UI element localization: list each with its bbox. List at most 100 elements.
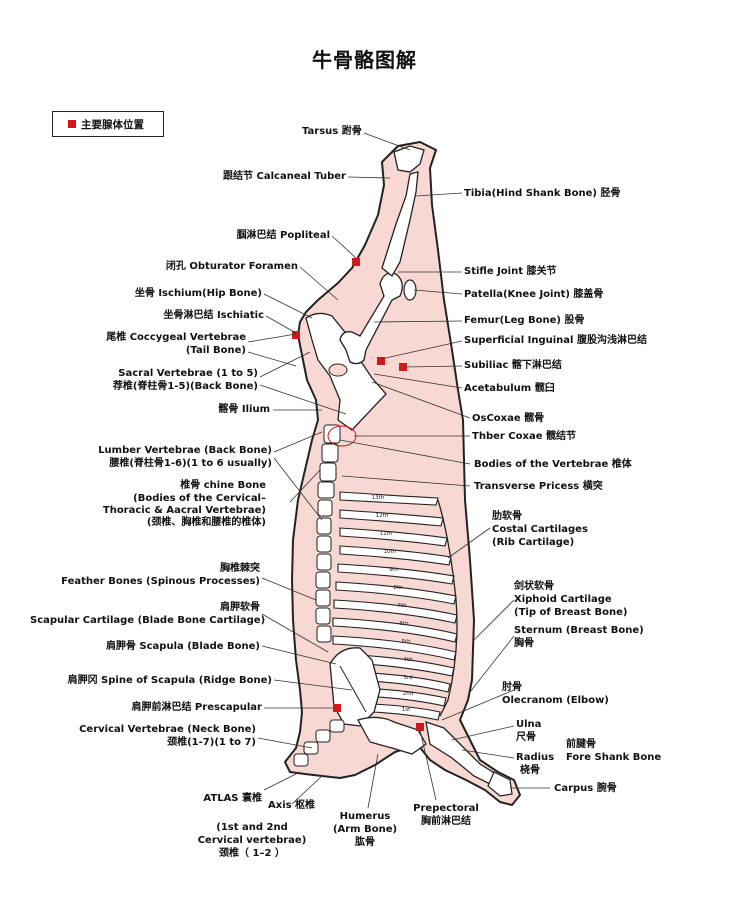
rib [339,509,444,527]
label-thber-coxae: Thber Coxae 髋结节 [472,431,576,442]
obturator-foramen [328,363,348,377]
label-superficial-inguinal: Superficial Inguinal 腹股沟浅淋巴结 [464,335,647,346]
rib [339,527,448,547]
gland-markers [292,258,424,731]
rib-number: 1st [402,707,411,713]
rib-number: 4th [403,657,413,663]
rib [337,563,455,585]
label-scapular-cartilage-1: 肩胛软骨 [220,602,260,613]
scapular-spine [339,665,367,713]
label-costal-1: 肋软骨 [492,511,522,522]
label-chine-4: (颈椎、胸椎和腰椎的椎体) [146,517,266,528]
label-radius-1: Radius [516,752,555,763]
legend-label: 主要腺体位置 [81,119,144,131]
carpus [487,771,513,797]
rib-number: 11th [380,531,393,537]
vertebra [323,424,341,444]
label-tibia: Tibia(Hind Shank Bone) 胫骨 [464,188,621,199]
vertebra [317,481,335,499]
legend-box: 主要腺体位置 [52,111,164,137]
label-chine-2: (Bodies of the Cervical– [133,493,266,504]
label-scapular-cartilage-2: Scapular Cartilage (Blade Bone Cartilage… [30,615,266,626]
label-calcaneal-tuber: 跟结节 Calcaneal Tuber [223,171,346,182]
vertebra [316,535,332,553]
label-prepectoral-2: 胸前淋巴结 [421,816,471,827]
rib-number: 13th [372,495,385,501]
label-xiphoid-2: Xiphoid Cartilage [514,594,612,605]
gland-marker-prescapular [333,704,341,712]
label-patella: Patella(Knee Joint) 膝盖骨 [464,289,604,300]
label-costal-3: (Rib Cartilage) [492,537,575,548]
label-atlas-axis-2: Cervical vertebrae) [197,835,307,846]
label-coccygeal-2: (Tail Bone) [185,345,246,356]
diagram-title: 牛骨骼图解 [312,48,417,72]
cervical-vertebra [315,729,331,743]
rib [332,635,457,661]
label-feather-1: 胸椎棘突 [220,563,260,574]
gland-marker-swatch [68,120,76,128]
cervical-vertebra [293,753,309,767]
label-carpus: Carpus 腕骨 [554,783,617,794]
vertebra [316,625,332,643]
label-coccygeal-1: 尾椎 Coccygeal Vertebrae [106,332,246,343]
label-ulna-1: Ulna [516,719,542,730]
vertebra [317,499,333,517]
label-scapula: 肩胛骨 Scapula (Blade Bone) [105,641,260,652]
gland-marker-ischiatic [292,331,300,339]
rib-number-labels: 13th 12th 11th 10th 9th 8th 7th 6th 5th … [372,495,414,713]
label-prepectoral-1: Prepectoral [413,803,479,814]
scapula [329,647,381,727]
rib [371,703,441,721]
label-atlas-axis-1: (1st and 2nd [216,822,288,833]
label-stifle-joint: Stifle Joint 膝关节 [464,266,557,277]
label-xiphoid-1: 剑状软骨 [514,581,554,592]
label-chine-1: 椎骨 chine Bone [180,480,266,491]
label-cervical-2: 颈椎(1-7)(1 to 7) [167,737,256,748]
label-tarsus: Tarsus 跗骨 [302,126,362,137]
rib-number: 2nd [403,691,413,697]
label-lumber-1: Lumber Vertebrae (Back Bone) [98,445,272,456]
label-sternum-1: Sternum (Breast Bone) [514,625,644,636]
label-atlas-axis-3: 颈椎（ 1–2 ） [219,848,285,859]
label-humerus-2: (Arm Bone) [332,824,398,835]
leader-lines [247,132,550,809]
rib-number: 8th [393,585,403,591]
label-sternum-2: 胸骨 [514,638,534,649]
rib [359,687,447,707]
label-femur: Femur(Leg Bone) 股骨 [464,315,585,326]
vertebra [315,607,331,625]
humerus [357,716,427,755]
vertebra [319,462,337,482]
label-prescapular: 肩胛前淋巴结 Prescapular [131,702,262,713]
label-ilium: 髂骨 Ilium [218,404,270,415]
rib-number: 5th [401,639,411,645]
label-fore-shank-2: Fore Shank Bone [566,752,662,763]
label-costal-2: Costal Cartilages [492,524,588,535]
tarsus [393,145,425,173]
label-lumber-2: 腰椎(脊柱骨1-6)(1 to 6 usually) [109,458,272,469]
rib [339,545,452,566]
rib [332,617,458,643]
vertebra [315,571,331,589]
label-spine-of-scapula: 肩胛冈 Spine of Scapula (Ridge Bone) [67,675,272,686]
vertebra [315,589,331,607]
gland-marker-superficial-inguinal [377,357,385,365]
label-popliteal: 腘淋巴结 Popliteal [236,230,330,241]
tibia [381,171,419,277]
label-humerus-3: 肱骨 [355,837,375,848]
rib-number: 9th [389,567,399,573]
costal-cartilage [437,499,458,717]
label-olecranon-2: Olecranom (Elbow) [502,695,609,706]
label-sacral-2: 荐椎(脊柱骨1-5)(Back Bone) [112,381,258,392]
rib-number: 6th [399,621,409,627]
rib [333,599,458,624]
label-sacral-1: Sacral Vertebrae (1 to 5) [118,368,258,379]
label-atlas: ATLAS 寰椎 [203,793,262,804]
label-fore-shank-1: 前腱骨 [566,739,596,750]
label-ischiatic: 坐骨淋巴结 Ischiatic [163,310,264,321]
label-ulna-2: 尺骨 [516,732,536,743]
label-xiphoid-3: (Tip of Breast Bone) [514,607,628,618]
label-transverse-process: Transverse Pricess 横突 [474,481,603,492]
rib-number: 10th [384,549,397,555]
label-ischium: 坐骨 Ischium(Hip Bone) [134,288,262,299]
